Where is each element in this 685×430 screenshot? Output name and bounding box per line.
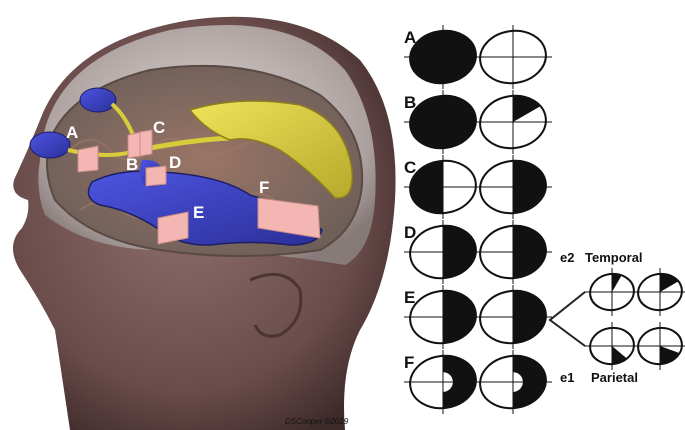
expansion-connector — [548, 291, 586, 347]
row-label-c: C — [404, 158, 416, 177]
radiation-yellow — [188, 100, 354, 199]
left-eye — [29, 131, 71, 159]
marker-a — [77, 145, 99, 173]
group-name-parietal: Parietal — [591, 370, 638, 385]
marker-f — [257, 197, 321, 239]
group-code-e2: e2 — [560, 250, 574, 265]
field-e1-right — [632, 322, 685, 370]
marker-d — [145, 165, 167, 187]
artist-signature: DSCooper ©2019 — [285, 417, 349, 426]
field-b-right — [474, 90, 552, 154]
marker-label-c: C — [153, 118, 165, 137]
row-label-a: A — [404, 28, 416, 47]
field-a-right — [474, 25, 552, 89]
group-code-e1: e1 — [560, 370, 574, 385]
field-e2-left-shading — [612, 271, 628, 292]
field-e2-right — [632, 268, 685, 316]
field-c-right — [474, 155, 552, 219]
row-label-e: E — [404, 288, 415, 307]
marker-label-e: E — [193, 203, 204, 222]
row-label-b: B — [404, 93, 416, 112]
group-name-temporal: Temporal — [585, 250, 643, 265]
field-e1-left — [584, 322, 640, 370]
ear — [249, 272, 303, 338]
head-illustration: A B C D E F DSCooper ©2019 — [13, 16, 396, 430]
marker-label-d: D — [169, 153, 181, 172]
field-e-right — [474, 285, 552, 349]
field-e2-left — [584, 268, 640, 316]
marker-label-f: F — [259, 178, 269, 197]
marker-label-a: A — [66, 123, 78, 142]
marker-c — [139, 129, 153, 157]
row-label-d: D — [404, 223, 416, 242]
expansion-panel: e2 Temporal e1 Parietal — [548, 250, 685, 385]
visual-fields-grid: A B C D E F — [404, 25, 552, 414]
marker-e — [157, 211, 189, 245]
row-label-f: F — [404, 353, 414, 372]
marker-label-b: B — [126, 155, 138, 174]
right-eye — [79, 87, 117, 113]
